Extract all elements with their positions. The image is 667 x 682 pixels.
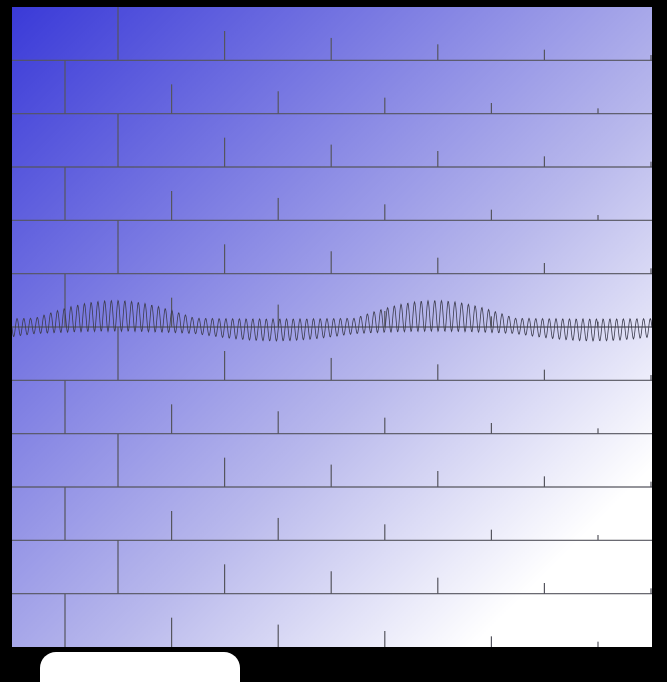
ruler-wave-graphic <box>12 7 652 647</box>
ruler-grid <box>12 7 652 647</box>
drawing-canvas <box>12 7 652 647</box>
modulated-wave <box>12 299 652 342</box>
bottom-tab-shape <box>40 652 240 682</box>
window-frame <box>12 7 652 682</box>
